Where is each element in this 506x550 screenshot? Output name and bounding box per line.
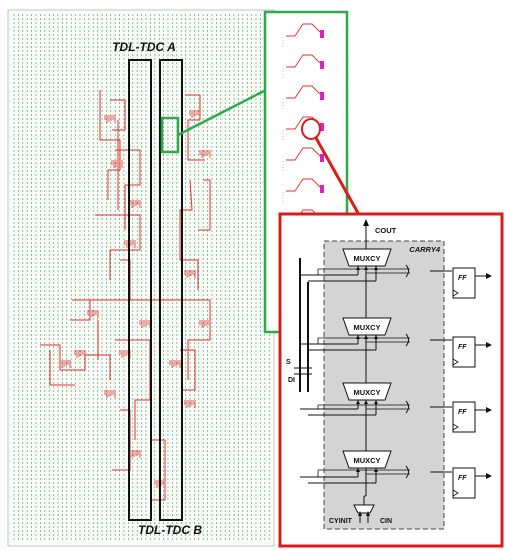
muxcy-cell[interactable] — [342, 450, 392, 469]
routed-nets — [40, 90, 211, 501]
carry-cell-route — [286, 147, 321, 161]
muxcy-label: MUXCY — [353, 388, 380, 397]
xorcy-curve — [405, 465, 409, 479]
muxcy-label: MUXCY — [353, 254, 380, 263]
ff-clock-marker — [452, 489, 459, 497]
ff-output-arrow — [486, 273, 492, 279]
ff-clock-marker — [452, 423, 459, 431]
carry-cell-ff — [320, 61, 324, 69]
ff-output-arrow — [486, 342, 492, 348]
cout-label: COUT — [375, 226, 397, 235]
cyinit-mux — [353, 504, 375, 514]
carry-cell-ff — [320, 92, 324, 100]
routed-net — [72, 299, 211, 380]
carry-cell-ff — [320, 30, 324, 38]
carry-cell-ff — [320, 154, 324, 162]
cin-arrow — [366, 511, 370, 516]
ff-cell[interactable] — [452, 336, 476, 368]
tdc-b-label: TDL-TDC B — [138, 523, 202, 537]
routed-net — [95, 214, 141, 280]
di-label: DI — [288, 377, 295, 384]
carry-cell-ff — [320, 185, 324, 193]
xorcy-curve — [405, 264, 409, 278]
routed-net — [115, 149, 141, 230]
xorcy-curve — [405, 400, 409, 414]
ff-cell[interactable] — [452, 401, 476, 433]
ff-cell[interactable] — [452, 467, 476, 499]
ff-clock-marker — [452, 358, 459, 366]
detail-connector-line — [314, 137, 360, 214]
ff-clock-marker — [452, 289, 459, 297]
ff-label: FF — [458, 275, 467, 282]
ff-label: FF — [458, 344, 467, 351]
tdl-column-b[interactable] — [159, 59, 183, 521]
ff-output-arrow — [486, 473, 492, 479]
routed-net — [49, 350, 75, 386]
carry-cell-ff — [320, 123, 324, 131]
carry-cell-route — [286, 54, 321, 68]
carry-cell-route — [286, 85, 321, 99]
highlight-ellipse[interactable] — [301, 118, 321, 140]
ff-cell[interactable] — [452, 267, 476, 299]
muxcy-label: MUXCY — [353, 323, 380, 332]
carry4-label: CARRY4 — [409, 245, 441, 254]
tdc-a-label: TDL-TDC A — [112, 40, 176, 54]
ff-output-arrow — [486, 407, 492, 413]
muxcy-cell[interactable] — [342, 248, 392, 267]
cyinit-arrow — [358, 511, 362, 516]
mux-input-arrow — [374, 400, 378, 404]
routed-net — [179, 179, 199, 290]
muxcy-cell[interactable] — [342, 317, 392, 336]
carry4-detail-panel: CARRY4 COUT S DI MUXCYFFMUXCYFFMUXCYFFMU… — [278, 212, 504, 548]
routed-net — [150, 439, 166, 501]
fpga-fabric — [7, 9, 275, 547]
routed-net — [99, 90, 121, 200]
routed-net — [198, 179, 211, 231]
carry-stages: MUXCY FF MUXCY FF MUXCY FF MUXCY FF — [300, 248, 492, 499]
tdl-column-a[interactable] — [128, 59, 152, 521]
cout-arrow — [363, 219, 369, 226]
muxcy-label: MUXCY — [353, 456, 380, 465]
cin-label: CIN — [380, 518, 392, 525]
routed-net — [40, 344, 111, 380]
ff-label: FF — [458, 475, 467, 482]
mux-input-arrow — [356, 400, 360, 404]
cyinit-label: CYINIT — [329, 518, 353, 525]
zoom-connector-line — [177, 88, 267, 137]
muxcy-cell[interactable] — [342, 382, 392, 401]
carry-cell-route — [286, 178, 321, 192]
carry-cell-route — [286, 23, 321, 37]
s-label: S — [286, 359, 291, 366]
carry-chain-arrow — [364, 400, 368, 404]
carry-chain-arrow — [364, 335, 368, 339]
ff-label: FF — [458, 409, 467, 416]
xorcy-curve — [405, 333, 409, 347]
routed-net — [185, 94, 205, 161]
carry-chain-arrow — [364, 266, 368, 270]
